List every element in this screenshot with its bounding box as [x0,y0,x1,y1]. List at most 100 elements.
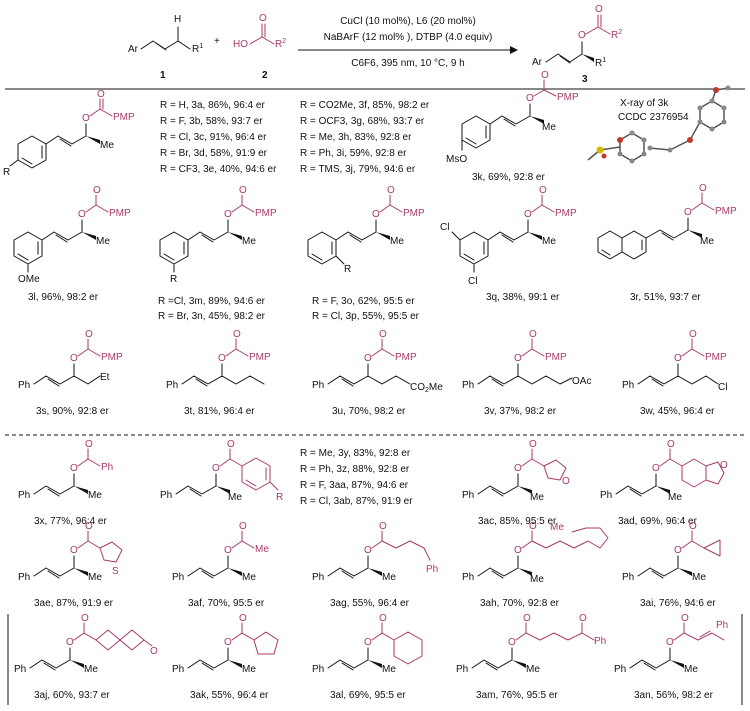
ph-label: Ph [462,490,474,501]
ph-label: Ph [160,490,172,501]
o-carbonyl-label: O [239,185,247,196]
o-carbonyl-label: O [233,329,241,340]
me-label: Me [242,572,256,583]
cl-label: Cl [718,382,727,393]
entry-3e: R = CF3, 3e, 40%, 94:6 er [160,164,277,175]
plus-sign: + [214,36,220,47]
o-label: O [364,353,372,364]
mso-label: MsO [446,154,467,165]
pmp-label: PMP [545,352,567,363]
o-label: O [674,353,682,364]
entry-3a: R = H, 3a, 86%, 96:4 er [160,100,265,111]
o-label: O [508,637,516,648]
o-carbonyl-label: O [227,439,235,450]
ph-label: Ph [456,664,468,675]
ph-label: Ph [462,380,474,391]
co2me-label: CO2Me [410,382,443,394]
entry-3f: R = CO2Me, 3f, 85%, 98:2 er [300,100,430,111]
series-3a-3j-list: R = H, 3a, 86%, 96:4 er R = F, 3b, 58%, … [160,100,430,175]
compound-3an: Ph Me O O Ph 3an, 56%, 98:2 er [614,613,728,701]
o-carbonyl-label: O [81,613,89,624]
o-label: O [364,545,372,556]
me-label: Me [382,572,396,583]
compound-3ag: Ph Me O O Ph 3ag, 55%, 96:4 er [312,521,438,609]
ph-chain-label: Ph [426,564,438,575]
cl-label-bottom: Cl [468,276,477,287]
thiophene-s-label: S [112,566,119,577]
label-3ag: 3ag, 55%, 96:4 er [330,598,410,609]
pmp-label: PMP [255,208,277,219]
pmp-label: PMP [249,352,271,363]
o-carbonyl-label: O [379,521,387,532]
reactant-1-number: 1 [160,70,166,81]
entry-3h: R = Me, 3h, 83%, 92:8 er [300,132,412,143]
label-3n: R = Br, 3n, 45%, 98:2 er [158,311,266,322]
r2-label: R2 [275,38,286,50]
pmp-label: PMP [705,352,727,363]
benzofuran-o-label: O [720,460,728,471]
product-r1-label: R1 [595,57,606,69]
reaction-scheme: Ar H R1 1 + HO O R2 2 CuCl (10 mol%), L6… [128,4,622,85]
o-carbonyl-label: O [379,613,387,624]
ph-label: Ph [312,664,324,675]
o-carbonyl-label: O [689,329,697,340]
cl-label-top: Cl [440,222,449,233]
ph-label: Ph [14,664,26,675]
o-carbonyl-label: O [387,185,395,196]
entry-3aa: R = F, 3aa, 87%, 94:6 er [300,480,409,491]
label-3w: 3w, 45%, 96:4 er [640,406,715,417]
ph-ketone-label: Ph [594,636,606,647]
ph-label: Ph [622,572,634,583]
o-carbonyl-label: O [85,439,93,450]
compound-3aj: Ph Me O O O 3aj, 60%, 93:7 er [14,613,158,701]
me-label: Me [390,236,404,247]
compound-3s: Ph Et O O PMP 3s, 90%, 92:8 er [18,329,123,417]
ph-cinnamyl-label: Ph [716,620,728,631]
compound-3q: Cl Cl Me O O PMP 3q, 38%, 99:1 er [440,185,577,303]
condition-line-2: NaBArF (12 mol% ), DTBP (4.0 equiv) [324,32,493,43]
me-label: Me [668,492,682,503]
o-carbonyl-label: O [689,521,697,532]
r-label: R [3,167,10,178]
o-label: O [70,463,78,474]
me-label: Me [692,572,706,583]
o-carbonyl-label: O [93,185,101,196]
r1-label: R1 [192,43,203,55]
label-3o: R = F, 3o, 62%, 95:5 er [312,296,415,307]
ph-label: Ph [166,380,178,391]
entry-3i: R = Ph, 3i, 59%, 92:8 er [300,148,407,159]
compound-3m-3n: R Me O O PMP R =Cl, 3m, 89%, 94:6 er R =… [158,185,277,322]
label-3al: 3al, 69%, 95:5 er [330,690,406,701]
compound-3ak: Ph Me O O 3ak, 55%, 96:4 er [172,613,279,701]
label-3ak: 3ak, 55%, 96:4 er [190,690,269,701]
me-label: Me [88,490,102,501]
o-label: O [70,353,78,364]
me-label: Me [242,664,256,675]
o-carbonyl-label: O [681,613,689,624]
o-carbonyl-label: O [239,521,247,532]
o-label: O [224,545,232,556]
o-carbonyl-label: O [539,185,547,196]
o-carbonyl-label: O [699,183,707,194]
ph-label: Ph [462,572,474,583]
ph-label: Ph [312,380,324,391]
product-o-label: O [578,30,586,41]
o-label: O [674,545,682,556]
ph-label: Ph [18,380,30,391]
label-3ai: 3ai, 76%, 94:6 er [640,598,716,609]
ar-label: Ar [128,44,139,55]
compound-3l: OMe Me O O PMP 3l, 96%, 98:2 er [13,185,131,303]
o-carbonyl-label: O [523,613,531,624]
label-3m: R =Cl, 3m, 89%, 94:6 er [158,296,266,307]
me-label: Me [530,574,544,585]
label-3k: 3k, 69%, 92:8 er [472,172,545,183]
furan-o-label: O [562,476,570,487]
label-3ac: 3ac, 85%, 95:5 er [478,516,557,527]
ho-label: HO [233,39,248,50]
o-label: O [666,637,674,648]
compound-3ah: Ph Me O O Me 3ah, 70%, 92:8 er [462,521,609,609]
label-3r: 3r, 51%, 93:7 er [630,292,701,303]
compound-3ai: Ph Me O O 3ai, 76%, 94:6 er [622,521,721,609]
ph-ester-label: Ph [101,462,113,473]
